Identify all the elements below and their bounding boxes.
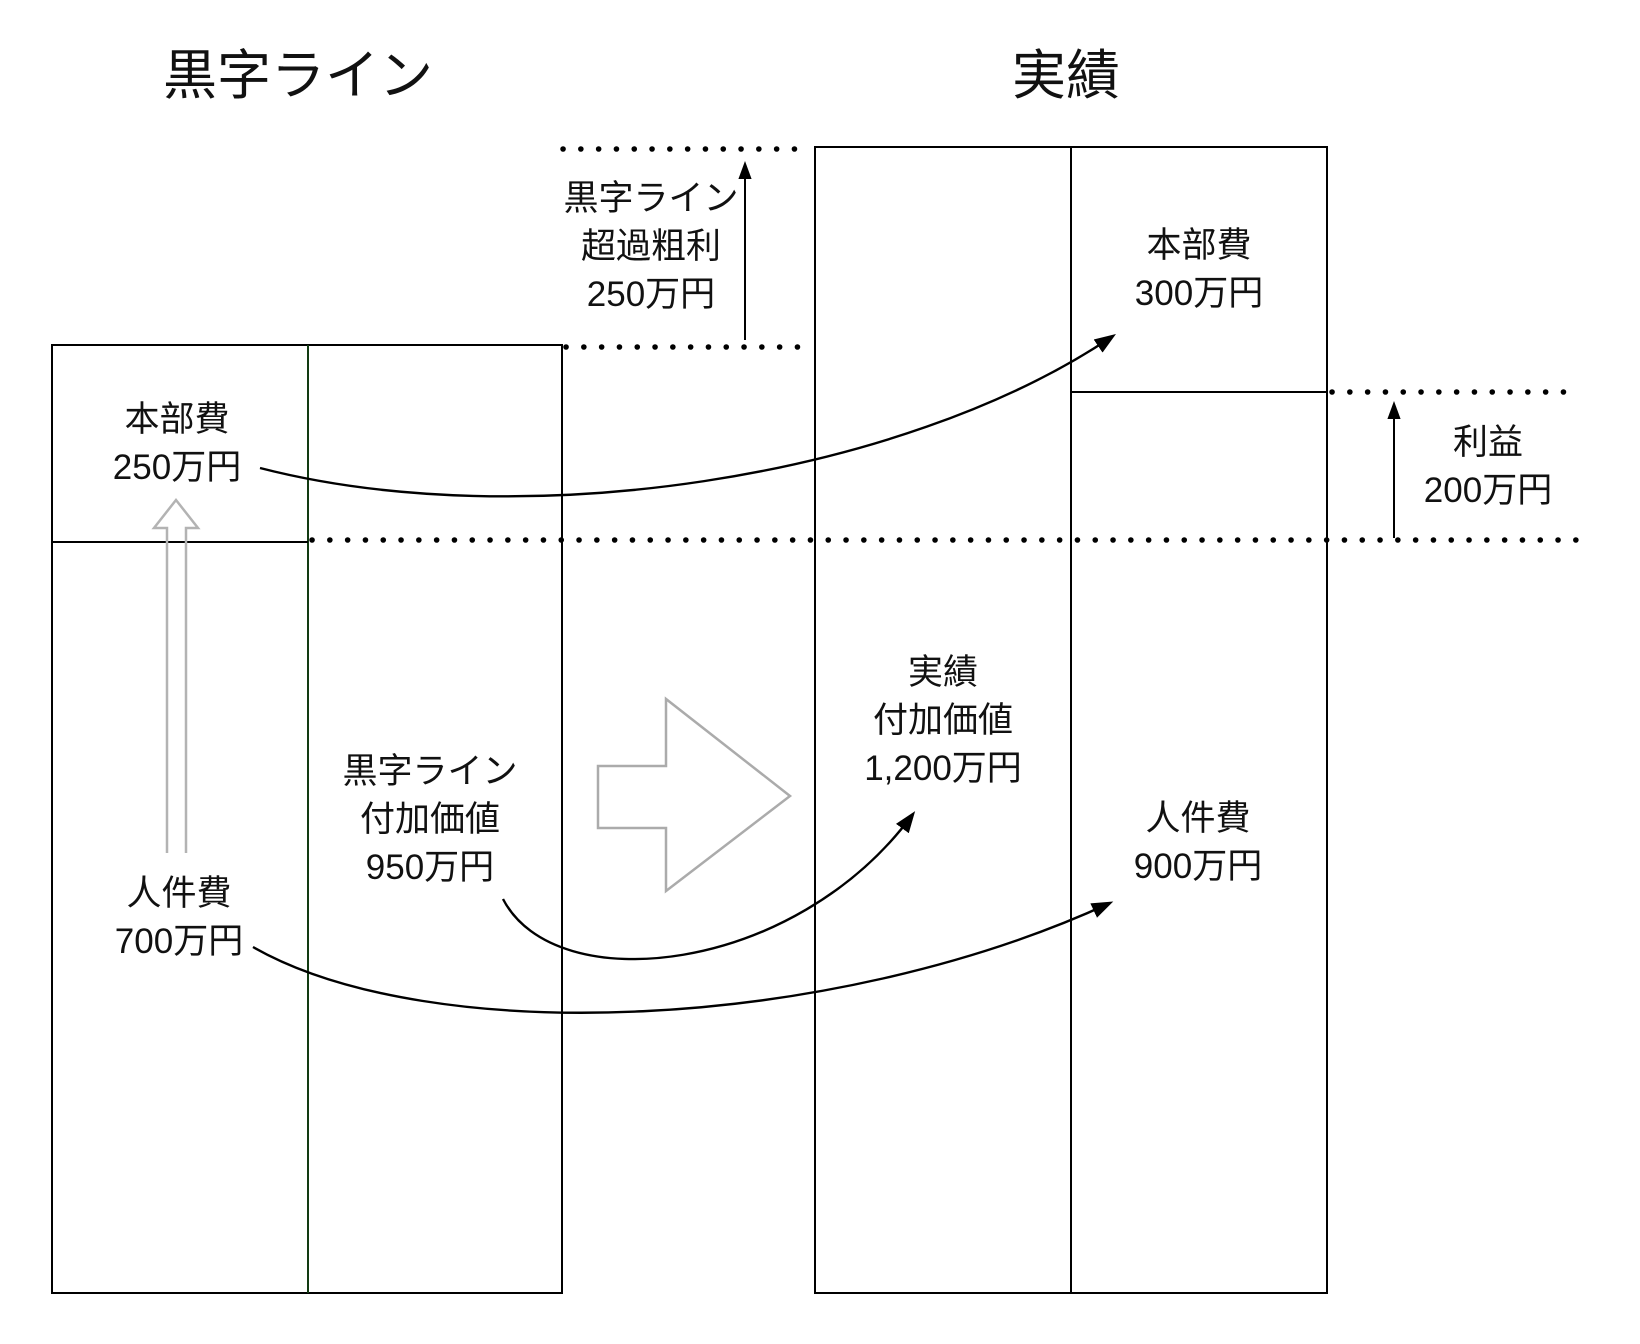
excess-margin-line1: 黒字ライン — [563, 179, 739, 218]
actual-title: 実績 — [1012, 46, 1120, 106]
excess-margin-line2: 超過粗利 — [580, 227, 722, 266]
labor-cost-curve-arrow — [252, 901, 1114, 1014]
breakeven-title: 黒字ライン — [163, 46, 433, 106]
hq-cost-left-value: 250万円 — [112, 448, 242, 487]
added-value-curve-arrow — [501, 811, 916, 961]
labor-cost-right-label: 人件費 900万円 — [1134, 795, 1262, 891]
hq-cost-right-line1: 本部費 — [1146, 226, 1252, 265]
excess-margin-value: 250万円 — [586, 275, 716, 314]
profit-value: 200万円 — [1423, 471, 1553, 510]
hq-cost-curve-arrow — [259, 333, 1116, 498]
added-value-left-line2: 付加価値 — [359, 800, 501, 839]
up-arrow-icon — [151, 497, 201, 853]
profit-label: 利益 200万円 — [1424, 419, 1552, 515]
added-value-left-value: 950万円 — [365, 848, 495, 887]
excess-margin-label: 黒字ライン 超過粗利 250万円 — [563, 175, 738, 319]
added-value-right-value: 1,200万円 — [864, 749, 1022, 788]
labor-cost-right-line1: 人件費 — [1145, 799, 1251, 838]
added-value-left-line1: 黒字ライン — [342, 752, 518, 791]
labor-cost-left-label: 人件費 700万円 — [115, 870, 243, 966]
added-value-right-label: 実績 付加価値 1,200万円 — [864, 649, 1022, 793]
hq-cost-right-value: 300万円 — [1134, 274, 1264, 313]
right-arrow-icon — [596, 696, 793, 894]
hq-cost-right-label: 本部費 300万円 — [1135, 222, 1263, 318]
labor-cost-right-value: 900万円 — [1133, 847, 1263, 886]
added-value-right-line2: 付加価値 — [872, 701, 1013, 740]
labor-cost-left-line1: 人件費 — [126, 874, 232, 913]
added-value-right-line1: 実績 — [907, 653, 978, 692]
added-value-left-label: 黒字ライン 付加価値 950万円 — [342, 748, 517, 892]
profit-line1: 利益 — [1452, 423, 1523, 462]
hq-cost-left-label: 本部費 250万円 — [113, 396, 241, 492]
hq-cost-left-line1: 本部費 — [124, 400, 230, 439]
labor-cost-left-value: 700万円 — [114, 922, 244, 961]
